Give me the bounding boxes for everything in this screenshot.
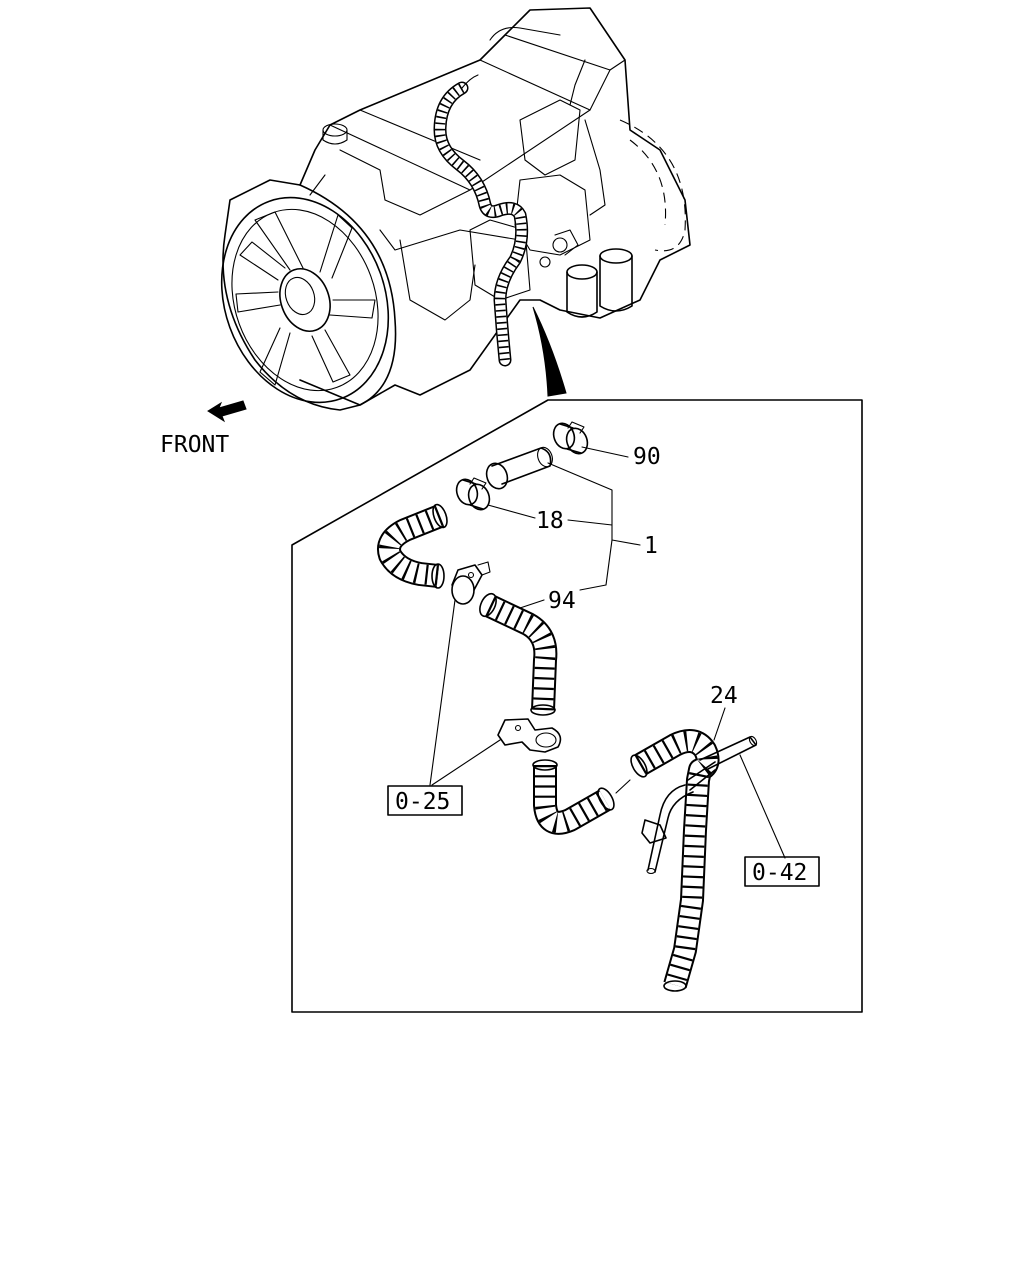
- part-label-90: 90: [633, 444, 661, 470]
- clip-bracket: [497, 718, 562, 753]
- part-label-18: 18: [536, 508, 564, 534]
- part-label-24: 24: [710, 683, 738, 709]
- leader-line-connector: [615, 779, 631, 794]
- engine-assembly: [299, 7, 691, 406]
- reference-box-0-42[interactable]: 0-42: [744, 856, 820, 887]
- hose-clamp-90: [552, 421, 589, 455]
- corrugated-hose-lower: [532, 759, 615, 835]
- front-arrow-icon: [207, 400, 247, 423]
- corrugated-hose-94: [479, 592, 558, 716]
- grommet-bracket: [451, 561, 491, 605]
- reference-box-0-25[interactable]: 0-25: [387, 785, 463, 816]
- cooling-fan: [220, 179, 397, 411]
- front-label: FRONT: [160, 432, 229, 458]
- hose-segment: [485, 446, 553, 490]
- reference-label-0-42: 0-42: [752, 860, 807, 886]
- leader-lines: [429, 446, 786, 859]
- reference-label-0-25: 0-25: [395, 789, 450, 815]
- engine-wiring-harness: [433, 74, 529, 367]
- corrugated-hose-24: [630, 729, 758, 992]
- detail-frame: [291, 399, 863, 1013]
- detail-pointer: [532, 306, 567, 397]
- oil-filter: [566, 248, 633, 318]
- part-label-1: 1: [644, 533, 658, 559]
- part-label-94: 94: [548, 588, 576, 614]
- hose-clamp-18: [455, 477, 491, 511]
- corrugated-hose-upper: [377, 503, 448, 589]
